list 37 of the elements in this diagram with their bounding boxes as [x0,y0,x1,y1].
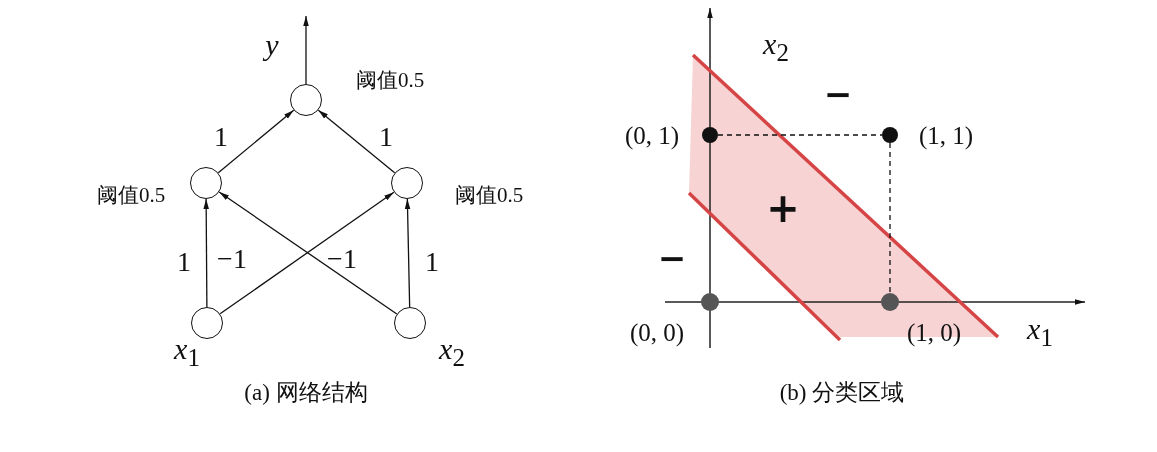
coordinate-label: (0, 1) [624,122,680,148]
axis-label: x$_{1}$ [1027,314,1053,350]
arrow [217,109,295,174]
sign-label: + [766,188,800,228]
arrow [317,109,396,174]
coordinate-label: (0, 0) [629,319,685,345]
caption: (b) 分类区域 [779,380,905,404]
weight-label: −1 [217,245,247,273]
dashed-line [717,134,883,136]
coordinate-label: (1, 1) [918,122,974,148]
coordinate-label: (1, 0) [906,319,962,345]
sign-label: − [657,241,687,275]
threshold-label: 阈值0.5 [96,184,166,206]
weight-label: 1 [177,248,191,276]
arrow [303,15,309,85]
caption: (a) 网络结构 [244,380,368,404]
dashed-line [889,142,891,294]
weight-label: −1 [327,245,357,273]
neuron-circle [190,167,222,199]
input-label: x$_{2}$ [439,334,465,370]
threshold-label: 阈值0.5 [355,69,425,91]
weight-label: 1 [214,123,228,151]
data-point-dot [882,127,898,143]
threshold-label: 阈值0.5 [454,184,524,206]
arrow [203,198,209,308]
arrow [404,198,411,308]
neuron-circle [290,84,322,116]
axis-label: x$_{2}$ [763,29,789,65]
weight-label: 1 [425,248,439,276]
neuron-circle [191,307,223,339]
weight-label: 1 [379,123,393,151]
input-label: x$_{1}$ [174,334,200,370]
neuron-circle [394,307,426,339]
output-label: y [265,30,279,60]
neuron-circle [391,167,423,199]
data-point-dot [701,293,719,311]
sign-label: − [823,77,853,111]
